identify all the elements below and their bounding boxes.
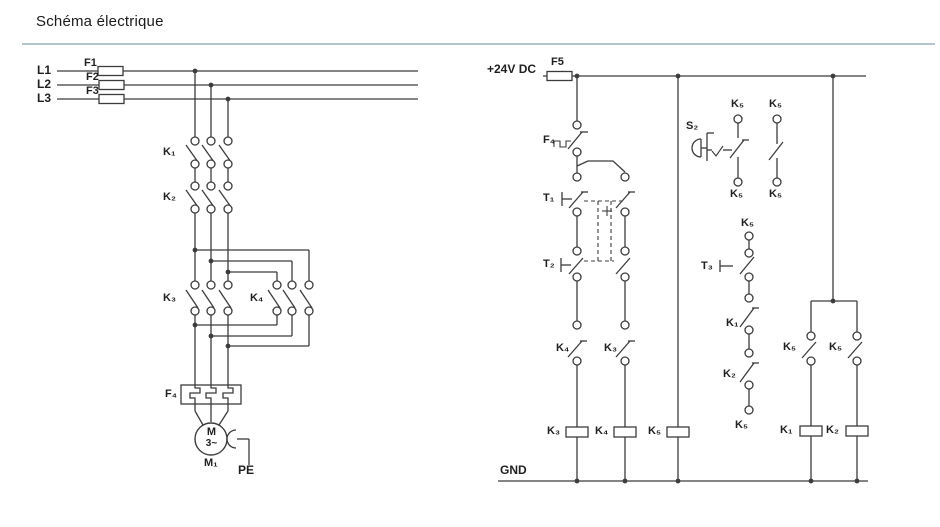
control-junction-dots	[574, 73, 860, 484]
reversing-crossover-wires	[195, 249, 310, 347]
fuse-f1-symbol	[97, 65, 124, 77]
k5-contact-detail-pair	[729, 114, 784, 187]
coil-label-k2: K₂	[826, 424, 839, 436]
chain-interlock-label-k2: K₂	[723, 368, 736, 380]
coil-label-k4: K₄	[595, 425, 609, 437]
title-separator	[22, 43, 935, 45]
phase-label-l2: L2	[37, 77, 52, 91]
contactor-k4-contacts	[267, 280, 314, 316]
control-branch-4	[799, 76, 869, 481]
contactor-k1-contacts	[185, 136, 233, 169]
control-branch-2	[613, 172, 637, 481]
fuse-label-f3: F3	[86, 85, 99, 97]
k5-contact-label-top-left: K₅	[731, 98, 744, 110]
overload-contact-label-f4: F₄	[543, 134, 555, 146]
gnd-label: GND	[500, 463, 527, 477]
phase-label-l3: L3	[37, 91, 52, 105]
motor-letter: M	[206, 426, 217, 438]
interlock-label-k4: K₄	[556, 342, 570, 354]
coil-label-k1: K₁	[780, 424, 793, 436]
stop-button-s2-symbol	[691, 132, 732, 161]
power-junction-dots	[192, 68, 231, 349]
motor-name-label: M₁	[204, 457, 218, 469]
k5-contact-label-top-right: K₅	[769, 98, 782, 110]
fuse-f3-symbol	[98, 93, 125, 105]
k5-no-contact-label-right: K₅	[829, 341, 842, 353]
timer-link-cross	[602, 206, 612, 216]
phase-label-l1: L1	[37, 63, 52, 77]
control-branch-3	[666, 76, 690, 481]
supply-label-24v: +24V DC	[487, 62, 537, 76]
fuse-f2-symbol	[98, 79, 125, 91]
k5-contact-label-bottom-left: K₅	[730, 188, 743, 200]
k5-series-chain-detail	[719, 231, 759, 415]
motor-phase-type: 3~	[205, 438, 218, 449]
contactor-label-k3: K₃	[163, 292, 177, 304]
contactor-label-k1: K₁	[163, 146, 176, 158]
pe-earth-connection	[226, 429, 250, 465]
k5-chain-label-top: K₅	[741, 217, 754, 229]
contactor-k2-contacts	[185, 181, 233, 214]
fuse-f5-symbol	[546, 70, 573, 82]
pe-label: PE	[238, 463, 255, 477]
fuse-label-f1: F1	[84, 57, 97, 69]
chain-interlock-label-k1: K₁	[726, 317, 739, 329]
timer-mechanical-links	[584, 200, 622, 262]
fuse-label-f5: F5	[551, 56, 564, 68]
k5-no-contact-label-left: K₅	[783, 341, 796, 353]
timer-label-t3: T₃	[701, 260, 713, 272]
k5-chain-label-bottom: K₅	[735, 419, 748, 431]
timer-label-t1: T₁	[543, 192, 555, 204]
k5-contact-label-bottom-right: K₅	[769, 188, 782, 200]
coil-label-k5: K₅	[648, 425, 661, 437]
contactor-k3-contacts	[185, 280, 233, 316]
fuse-label-f2: F2	[86, 71, 99, 83]
overload-relay-f4-symbol	[180, 384, 242, 405]
page-title: Schéma électrique	[36, 13, 164, 30]
overload-relay-label-f4: F₄	[165, 388, 177, 400]
stop-button-label-s2: S₂	[686, 120, 699, 132]
control-branch-1	[553, 76, 626, 481]
timer-label-t2: T₂	[543, 258, 555, 270]
contactor-label-k4: K₄	[250, 292, 264, 304]
coil-label-k3: K₃	[547, 425, 561, 437]
interlock-label-k3: K₃	[604, 342, 618, 354]
contactor-label-k2: K₂	[163, 191, 176, 203]
